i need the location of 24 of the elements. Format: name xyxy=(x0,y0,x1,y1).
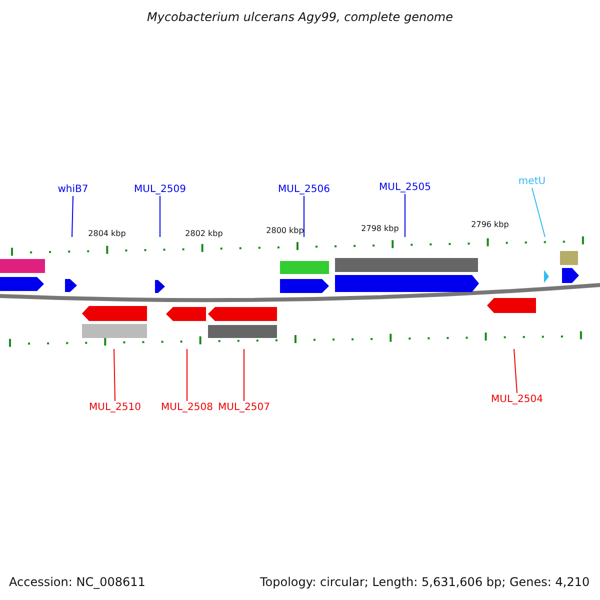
title: Mycobacterium ulcerans Agy99, complete genome xyxy=(146,10,454,24)
gene-label: MUL_2508 xyxy=(161,402,213,414)
leader-line xyxy=(532,188,546,238)
scale-label: 2798 kbp xyxy=(361,224,399,234)
leader-line xyxy=(514,348,518,394)
scale-label: 2800 kbp xyxy=(266,226,304,236)
gene-label: metU xyxy=(518,176,546,188)
gene-label: whiB7 xyxy=(58,184,88,196)
gene-label: MUL_2507 xyxy=(218,402,270,414)
gene-label: MUL_2506 xyxy=(278,184,330,196)
leader-line xyxy=(72,196,74,238)
scale-label: 2802 kbp xyxy=(185,229,223,239)
footer-text: Accession: NC_008611 xyxy=(9,575,146,589)
gene-label: MUL_2504 xyxy=(491,394,543,406)
leader-line xyxy=(404,194,406,238)
gene-label: MUL_2510 xyxy=(89,402,141,414)
gene-label: MUL_2509 xyxy=(134,184,186,196)
gene-label: MUL_2505 xyxy=(379,182,431,194)
leader-line xyxy=(186,348,188,402)
leader-line xyxy=(114,348,116,402)
scale-label: 2796 kbp xyxy=(471,220,509,230)
scale-label: 2804 kbp xyxy=(88,229,126,239)
genome-map-drawing xyxy=(0,236,600,347)
footer-text: Topology: circular; Length: 5,631,606 bp; Genes: 4,210 xyxy=(260,575,590,589)
